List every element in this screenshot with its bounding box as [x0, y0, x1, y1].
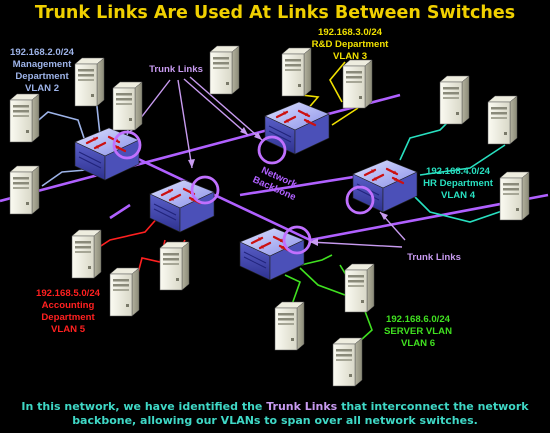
computer-management-3	[9, 93, 40, 143]
svg-text:VLAN 6: VLAN 6	[401, 338, 435, 349]
caption-before: In this network, we have identified the	[21, 400, 267, 413]
computer-accounting-1	[71, 229, 102, 279]
svg-text:R&D Department: R&D Department	[312, 39, 390, 50]
caption-highlight: Trunk Links	[266, 400, 338, 413]
label-trunk-links-top: Trunk Links	[149, 64, 203, 75]
label-network-backbone: Network Backbone	[251, 165, 299, 203]
svg-text:Department: Department	[15, 71, 69, 82]
svg-text:192.168.2.0/24: 192.168.2.0/24	[10, 47, 75, 58]
computer-server-2	[274, 301, 305, 351]
label-server: 192.168.6.0/24 SERVER VLAN VLAN 6	[384, 314, 452, 349]
svg-text:VLAN 4: VLAN 4	[441, 190, 476, 201]
svg-text:VLAN 2: VLAN 2	[25, 83, 59, 94]
computer-rnd-3	[342, 59, 373, 109]
switch-management	[73, 126, 141, 182]
label-accounting: 192.168.5.0/24 Accounting Department VLA…	[36, 288, 101, 335]
svg-text:Management: Management	[13, 59, 72, 70]
computer-management-2	[112, 81, 143, 131]
label-trunk-links-right: Trunk Links	[407, 252, 461, 263]
computer-accounting-3	[109, 267, 140, 317]
computer-hr-2	[487, 95, 518, 145]
switch-rnd	[263, 100, 331, 156]
svg-text:192.168.5.0/24: 192.168.5.0/24	[36, 288, 101, 299]
switch-accounting	[148, 178, 216, 234]
label-hr: 192.168.4.0/24 HR Department VLAN 4	[423, 166, 494, 201]
svg-text:VLAN 3: VLAN 3	[333, 51, 367, 62]
svg-text:SERVER VLAN: SERVER VLAN	[384, 326, 452, 337]
computer-server-1	[344, 263, 375, 313]
caption-after: that interconnect the network backbone, …	[72, 400, 529, 427]
svg-text:HR Department: HR Department	[423, 178, 494, 189]
computer-management-4	[9, 165, 40, 215]
trunk-link-circles	[112, 130, 375, 255]
label-management: 192.168.2.0/24 Management Department VLA…	[10, 47, 75, 94]
svg-text:Department: Department	[41, 312, 95, 323]
computer-rnd-1	[209, 45, 240, 95]
computer-server-3	[332, 337, 363, 387]
label-rnd: 192.168.3.0/24 R&D Department VLAN 3	[312, 27, 390, 62]
svg-text:192.168.3.0/24: 192.168.3.0/24	[318, 27, 383, 38]
computer-rnd-2	[281, 47, 312, 97]
svg-text:Accounting: Accounting	[42, 300, 95, 311]
computer-hr-3	[499, 171, 530, 221]
svg-text:VLAN 5: VLAN 5	[51, 324, 86, 335]
computer-accounting-2	[159, 241, 190, 291]
svg-text:192.168.4.0/24: 192.168.4.0/24	[426, 166, 491, 177]
computer-hr-1	[439, 75, 470, 125]
computer-management-1	[74, 57, 105, 107]
svg-text:192.168.6.0/24: 192.168.6.0/24	[386, 314, 451, 325]
caption: In this network, we have identified the …	[0, 400, 550, 428]
diagram-title: Trunk Links Are Used At Links Between Sw…	[35, 3, 515, 23]
network-backbone	[0, 93, 549, 242]
